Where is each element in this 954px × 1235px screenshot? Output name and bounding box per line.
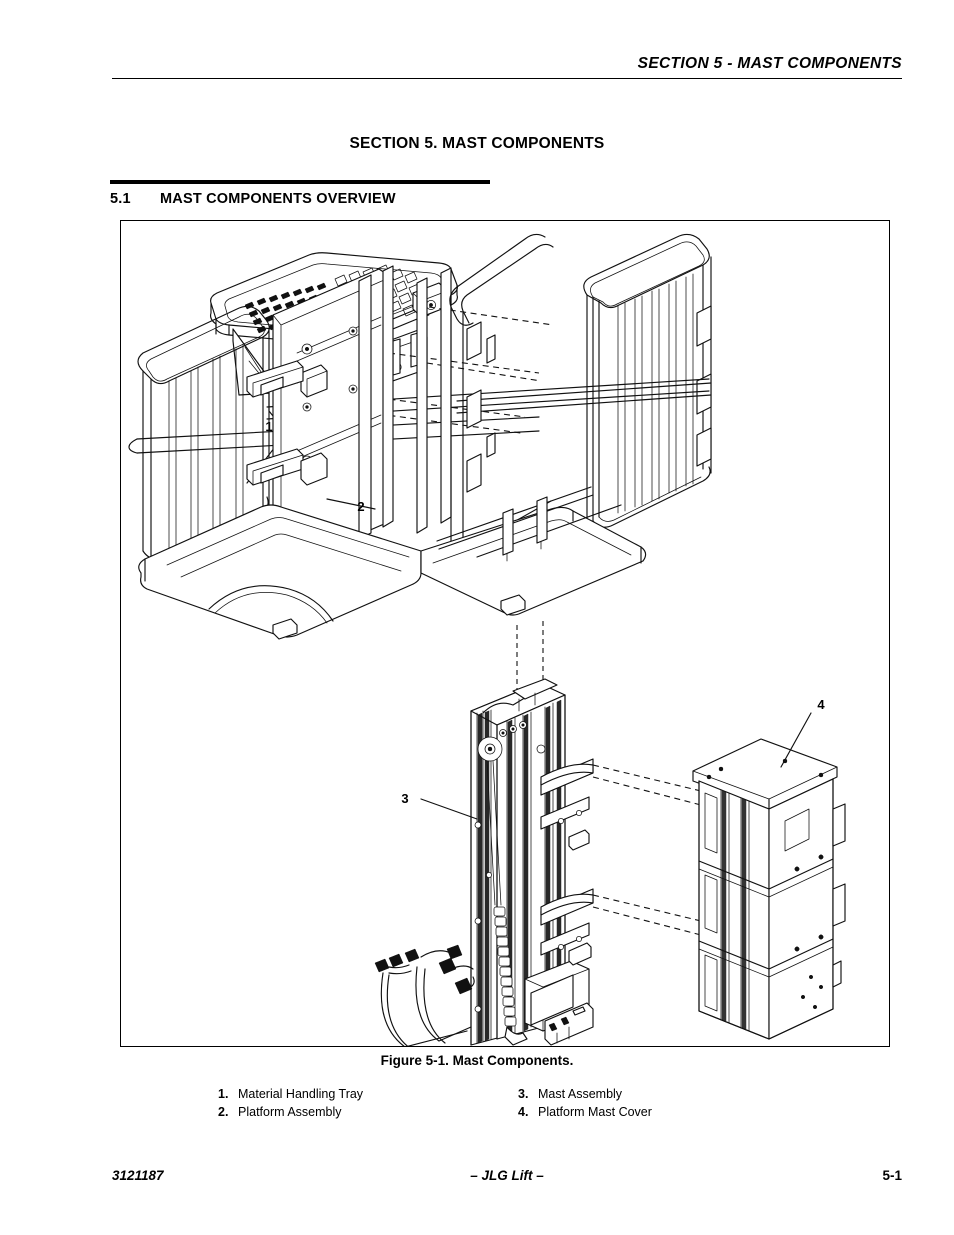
legend-number: 1. (218, 1087, 229, 1101)
platform-mast-cover-art (692, 738, 846, 1040)
legend-item: 1. Material Handling Tray (218, 1085, 518, 1103)
legend-label: Material Handling Tray (238, 1087, 364, 1101)
callout-3: 3 (401, 791, 478, 820)
legend-item: 4. Platform Mast Cover (518, 1103, 818, 1121)
legend-item: 3. Mast Assembly (518, 1085, 818, 1103)
legend-item: 2. Platform Assembly (218, 1103, 518, 1121)
legend-number: 4. (518, 1105, 529, 1120)
lift-chain (486, 760, 528, 1046)
mast-components-illustration: .ln { fill:none; stroke:#111; stroke-wid… (128, 233, 846, 1046)
mast-assembly-art (470, 678, 594, 1046)
platform-assembly-art (128, 233, 712, 640)
document-number: 3121187 (112, 1168, 164, 1183)
figure-caption: Figure 5-1. Mast Components. (380, 1053, 574, 1068)
subsection-rule (110, 180, 490, 184)
page-header: SECTION 5 - MAST COMPONENTS (112, 55, 902, 80)
subsection-heading: 5.1 MAST COMPONENTS OVERVIEW (110, 180, 810, 207)
running-head: SECTION 5 - MAST COMPONENTS (637, 55, 902, 72)
legend-label: Mast Assembly (538, 1087, 623, 1101)
legend-label: Platform Assembly (238, 1105, 342, 1120)
figure-frame: .ln { fill:none; stroke:#111; stroke-wid… (120, 220, 890, 1047)
page-title: SECTION 5. MAST COMPONENTS (349, 135, 605, 152)
subsection-number: 5.1 (110, 191, 131, 207)
header-rule (112, 78, 902, 80)
callout-2: 2 (326, 498, 376, 514)
callout-3-number: 3 (401, 791, 408, 806)
legend-number: 2. (218, 1105, 229, 1120)
legend-column-left: 1. Material Handling Tray 2. Platform As… (218, 1085, 518, 1121)
platform-mast-dashed-lines (516, 621, 544, 691)
callout-4-number: 4 (817, 697, 825, 712)
company-name: – JLG Lift – (470, 1168, 544, 1183)
legend-column-right: 3. Mast Assembly 4. Platform Mast Cover (518, 1085, 818, 1121)
legend-label: Platform Mast Cover (538, 1105, 652, 1120)
page-footer: 3121187 – JLG Lift – 5-1 (112, 1168, 902, 1183)
callout-4: 4 (780, 697, 825, 768)
hydraulic-hoses-art (374, 944, 475, 1046)
legend-number: 3. (518, 1087, 529, 1101)
mast-cover-dashed-lines (592, 764, 702, 936)
figure-legend: 1. Material Handling Tray 2. Platform As… (218, 1085, 818, 1121)
page-number: 5-1 (882, 1168, 902, 1183)
callout-2-number: 2 (357, 499, 364, 514)
subsection-title: MAST COMPONENTS OVERVIEW (160, 191, 396, 207)
